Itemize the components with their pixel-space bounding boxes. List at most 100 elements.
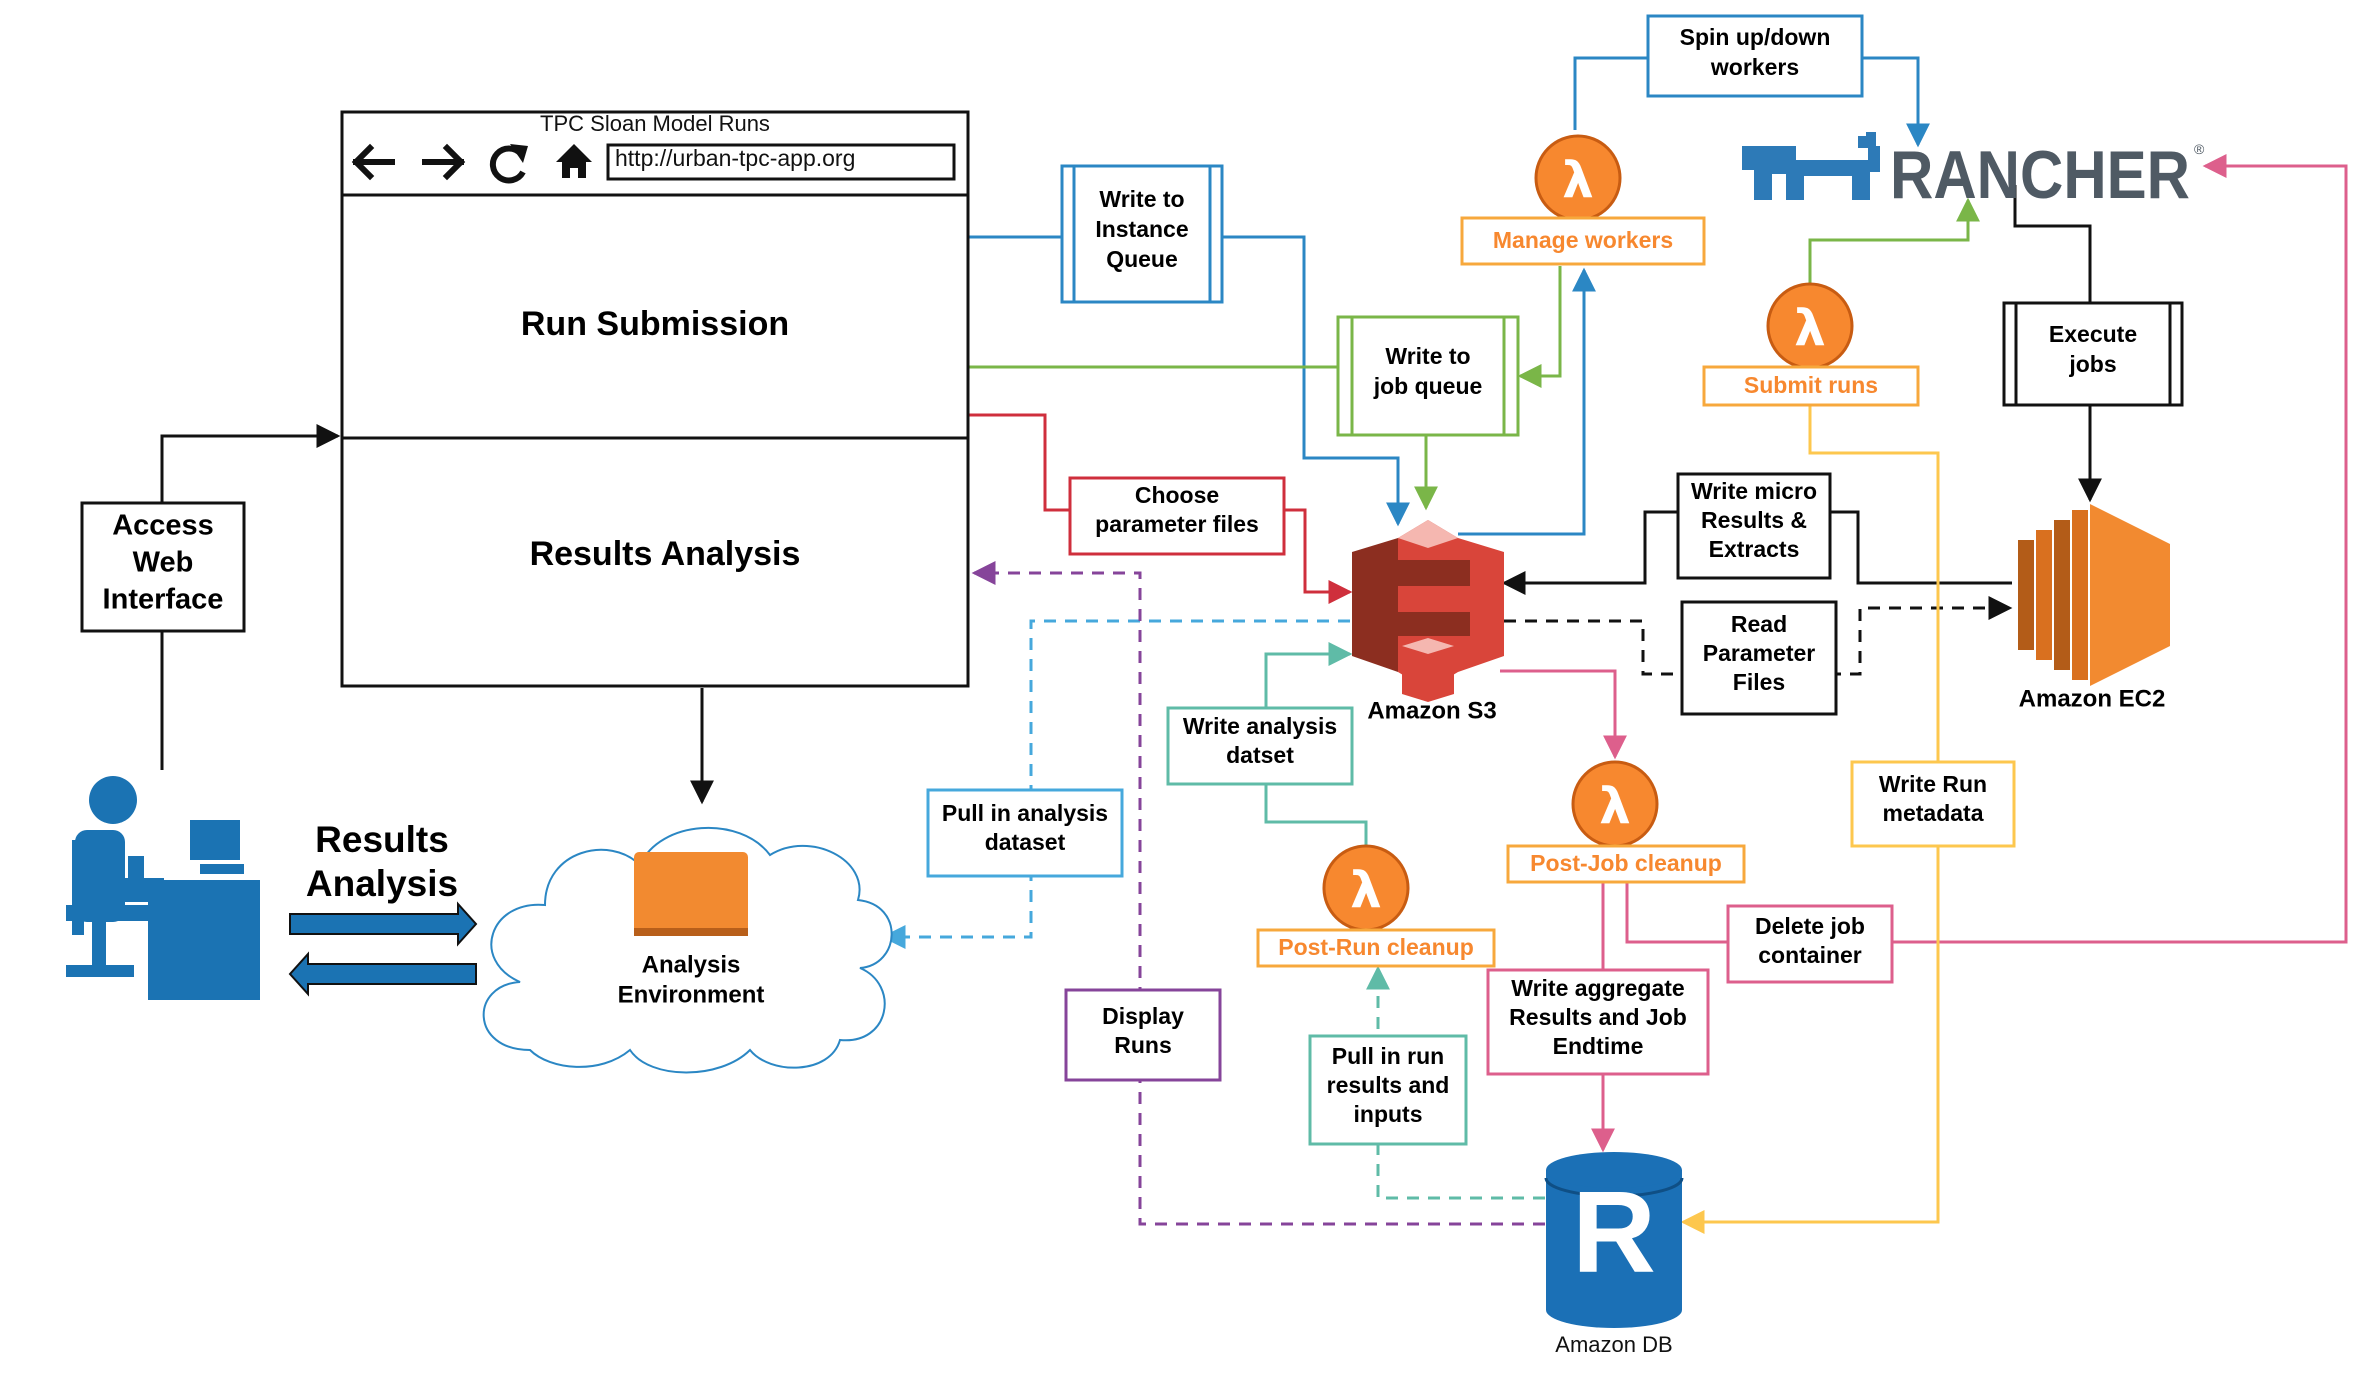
cloud-label-1: Analysis (642, 951, 741, 978)
label-execute-jobs: Execute jobs (2002, 301, 2184, 407)
rancher-registered-mark: ® (2194, 141, 2205, 157)
access-line-3: Interface (103, 584, 224, 616)
post-job-cleanup-label: Post-Job cleanup (1530, 850, 1722, 876)
ec2-label: Amazon EC2 (2019, 685, 2166, 712)
label-spin-up-down: Spin up/down workers (1646, 14, 1864, 98)
spin-line-1: Spin up/down (1680, 24, 1831, 50)
label-write-aggregate: Write aggregate Results and Job Endtime (1486, 968, 1710, 1076)
manage-workers-label: Manage workers (1493, 227, 1673, 253)
access-line-2: Web (133, 547, 194, 579)
cloud-label-2: Environment (618, 981, 765, 1008)
amazon-s3-icon: Amazon S3 (1352, 520, 1504, 724)
s3-label: Amazon S3 (1367, 697, 1496, 724)
aggregate-line-2: Results and Job (1509, 1004, 1687, 1030)
home-icon[interactable] (556, 144, 592, 178)
connector-delete-container (1625, 154, 2348, 944)
browser-window: TPC Sloan Model Runs http://urban-tpc-ap… (340, 110, 970, 688)
amazon-db-icon: R Amazon DB (1544, 1152, 1684, 1357)
label-read-parameter-files: Read Parameter Files (1680, 600, 1838, 716)
pull-analysis-line-1: Pull in analysis (942, 800, 1108, 826)
label-choose-parameter-files: Choose parameter files (1068, 476, 1286, 556)
pull-run-line-2: results and (1327, 1072, 1450, 1098)
instance-queue-line-2: Instance (1095, 216, 1188, 242)
connector-submit-to-rancher (1808, 197, 1980, 285)
submit-runs-label: Submit runs (1744, 372, 1878, 398)
browser-title: TPC Sloan Model Runs (540, 111, 770, 136)
results-analysis-text-1: Results (315, 819, 449, 860)
run-metadata-line-2: metadata (1883, 800, 1984, 826)
label-write-analysis-dataset: Write analysis datset (1166, 706, 1354, 786)
connector-manage-to-job-queue (1517, 266, 1562, 388)
lambda-post-run-cleanup: λ Post-Run cleanup (1256, 844, 1496, 968)
user-at-computer-icon (66, 776, 260, 1000)
lambda-submit-runs: λ Submit runs (1702, 282, 1920, 407)
label-pull-run-results: Pull in run results and inputs (1308, 1034, 1468, 1146)
lambda-manage-workers: λ Manage workers (1460, 134, 1706, 266)
lambda-symbol: λ (1350, 861, 1382, 919)
read-line-3: Files (1733, 669, 1785, 695)
pull-run-line-1: Pull in run (1332, 1043, 1444, 1069)
arrow-right-icon (289, 901, 478, 947)
read-line-1: Read (1731, 611, 1787, 637)
pull-run-line-3: inputs (1354, 1101, 1423, 1127)
instance-queue-line-1: Write to (1099, 186, 1184, 212)
analysis-box-icon (634, 852, 748, 934)
rancher-cow-icon (1742, 132, 1880, 200)
lambda-symbol: λ (1599, 777, 1631, 835)
label-display-runs: Display Runs (1064, 988, 1222, 1082)
delete-line-2: container (1758, 942, 1862, 968)
choose-line-2: parameter files (1095, 511, 1259, 537)
label-write-instance-queue: Write to Instance Queue (1060, 164, 1224, 304)
label-write-micro-results: Write micro Results & Extracts (1676, 472, 1832, 580)
job-queue-line-1: Write to (1385, 343, 1470, 369)
connector-display-runs (971, 561, 1545, 1226)
delete-line-1: Delete job (1755, 913, 1865, 939)
label-write-job-queue: Write to job queue (1336, 315, 1520, 437)
read-line-2: Parameter (1703, 640, 1816, 666)
label-pull-analysis-dataset: Pull in analysis dataset (926, 788, 1124, 878)
db-r-letter: R (1572, 1167, 1656, 1297)
db-label: Amazon DB (1555, 1332, 1672, 1357)
lambda-symbol: λ (1794, 299, 1826, 357)
arrow-left-icon (288, 951, 477, 997)
instance-queue-line-3: Queue (1106, 246, 1178, 272)
amazon-ec2-icon: Amazon EC2 (2018, 504, 2170, 712)
post-run-cleanup-label: Post-Run cleanup (1278, 934, 1474, 960)
label-delete-job-container: Delete job container (1726, 904, 1894, 984)
lambda-symbol: λ (1562, 151, 1594, 209)
micro-line-3: Extracts (1709, 536, 1800, 562)
pull-analysis-line-2: dataset (985, 829, 1066, 855)
lambda-post-job-cleanup: λ Post-Job cleanup (1506, 760, 1746, 884)
analysis-environment-cloud: Analysis Environment (482, 826, 893, 1074)
run-metadata-line-1: Write Run (1879, 771, 1987, 797)
rancher-logo: RANCHER ® (1742, 132, 2205, 213)
display-line-1: Display (1102, 1003, 1184, 1029)
access-web-interface-box: Access Web Interface (80, 501, 246, 633)
rancher-wordmark: RANCHER (1890, 137, 2190, 213)
url-text: http://urban-tpc-app.org (615, 145, 855, 171)
reload-icon[interactable] (489, 144, 528, 184)
aggregate-line-3: Endtime (1553, 1033, 1644, 1059)
connector-user-to-browser (160, 424, 341, 770)
micro-line-2: Results & (1701, 507, 1807, 533)
results-analysis-arrows: Results Analysis (288, 819, 478, 997)
aggregate-line-1: Write aggregate (1511, 975, 1684, 1001)
connector-run-metadata (1680, 405, 1940, 1234)
back-arrow-icon[interactable] (351, 143, 395, 181)
url-bar[interactable] (606, 143, 956, 181)
write-analysis-line-2: datset (1226, 742, 1294, 768)
micro-line-1: Write micro (1691, 478, 1817, 504)
spin-line-2: workers (1710, 54, 1799, 80)
results-analysis-text-2: Analysis (306, 863, 458, 904)
job-queue-line-2: job queue (1373, 373, 1483, 399)
forward-arrow-icon[interactable] (422, 143, 466, 181)
run-submission-label[interactable]: Run Submission (521, 305, 789, 343)
connector-s3-to-manage-workers (1458, 267, 1596, 536)
execute-line-2: jobs (2068, 351, 2116, 377)
label-write-run-metadata: Write Run metadata (1850, 760, 2016, 848)
results-analysis-label[interactable]: Results Analysis (530, 535, 801, 573)
connector-s3-to-postjob (1500, 669, 1627, 760)
access-line-1: Access (112, 510, 214, 542)
choose-line-1: Choose (1135, 482, 1219, 508)
